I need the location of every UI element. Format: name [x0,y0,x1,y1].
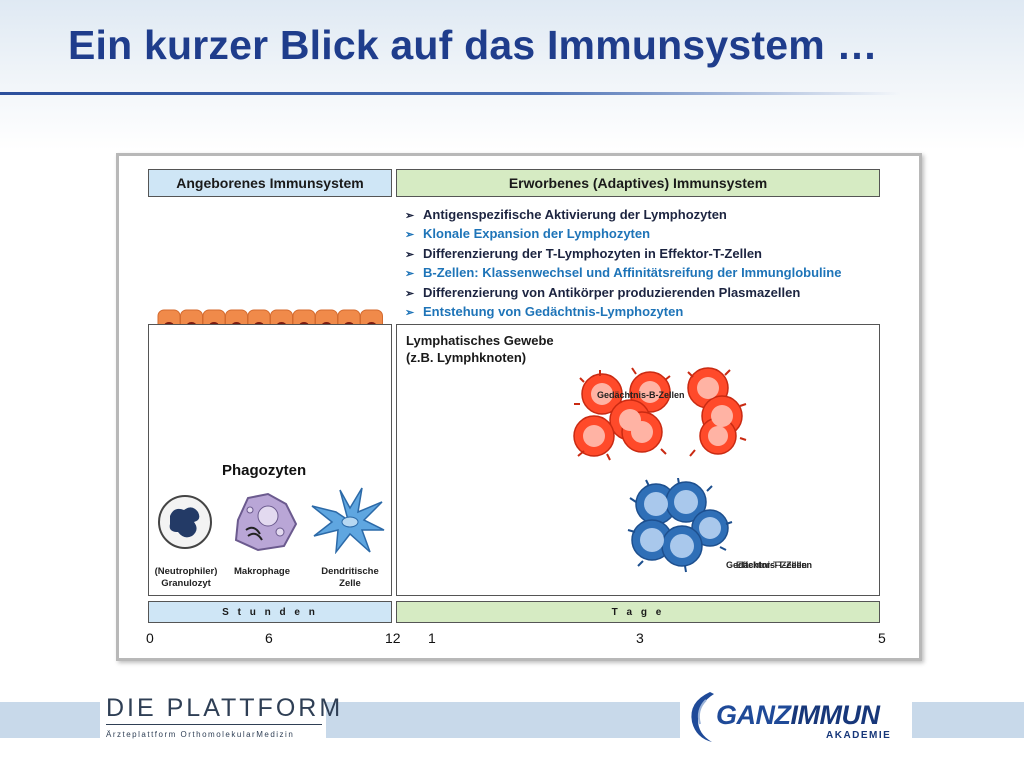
ganzimmun-akademie-text: AKADEMIE [826,730,892,741]
t-cell-label: Gedächtnis-T-Zellen [726,560,812,570]
hours-timebar: S t u n d e n [148,601,392,623]
footer-band-middle [320,702,690,738]
arrow-bullet-icon: ➢ [405,229,415,242]
tick-1-day: 1 [428,630,436,646]
bullet-item: ➢B-Zellen: Klassenwechsel und Affinitäts… [405,263,841,282]
phagocytes-label: Phagozyten [222,462,307,479]
slide-title: Ein kurzer Blick auf das Immunsystem … [68,22,878,68]
plattform-logo-divider [106,724,322,725]
memory-t-cell-label: Gedächtnis-T-Zellen [726,560,813,570]
innate-cells-box [148,324,392,596]
dendritic-cell-label: Dendritische Zelle [321,566,379,589]
ganzimmun-logo-text: GANZIMMUN [716,700,880,730]
tick-12-hours: 12 [385,630,401,646]
plattform-logo-box [100,690,326,746]
adaptive-bullet-list: ➢Antigenspezifische Aktivierung der Lymp… [405,205,841,321]
header-background [0,0,1024,150]
arrow-bullet-icon: ➢ [405,248,415,261]
bullet-item: ➢Antigenspezifische Aktivierung der Lymp… [405,205,841,224]
b-cell-cluster-icon [573,367,747,461]
adaptive-immune-header: Erworbenes (Adaptives) Immunsystem [396,169,880,197]
days-timebar: T a g e [396,601,880,623]
arrow-bullet-icon: ➢ [405,210,415,222]
arrow-bullet-icon: ➢ [405,287,415,300]
bullet-item: ➢Entstehung von Gedächtnis-Lymphozyten [405,302,841,321]
tick-3-days: 3 [636,630,644,646]
arrow-bullet-icon: ➢ [405,306,415,319]
title-underline [0,92,900,95]
macrophage-label: Makrophage [234,566,290,577]
lymphatic-tissue-label: Lymphatisches Gewebe (z.B. Lymphknoten) [406,333,554,365]
tick-0-hours: 0 [146,630,154,646]
ganzimmun-swoosh-icon [691,692,714,742]
innate-immune-header: Angeborenes Immunsystem [148,169,392,197]
dendritic-cell-icon [311,487,385,554]
ganzimmun-logo-box [680,686,912,748]
tick-6-hours: 6 [265,630,273,646]
arrow-bullet-icon: ➢ [405,268,415,281]
tick-5-days: 5 [878,630,886,646]
granulocyte-icon [158,495,212,549]
footer-band-right [908,702,1024,738]
plattform-logo-subtitle: Ärzteplattform OrthomolekularMedizin [106,730,295,739]
bullet-item: ➢Klonale Expansion der Lymphozyten [405,224,841,243]
bullet-item: ➢Differenzierung von Antikörper produzie… [405,283,841,302]
macrophage-icon [234,492,298,552]
granulocyte-label: (Neutrophiler) Granulozyt [154,566,218,589]
b-cell-label: Gedächtnis-B-Zellen [597,390,685,400]
t-cell-cluster-icon [627,478,733,573]
plattform-logo-text: DIE PLATTFORM [106,694,344,722]
effector-t-cell-label: Effektor-T-Zellen [736,560,808,570]
footer-band-left [0,702,110,738]
bullet-item: ➢Differenzierung der T-Lymphozyten in Ef… [405,244,841,263]
